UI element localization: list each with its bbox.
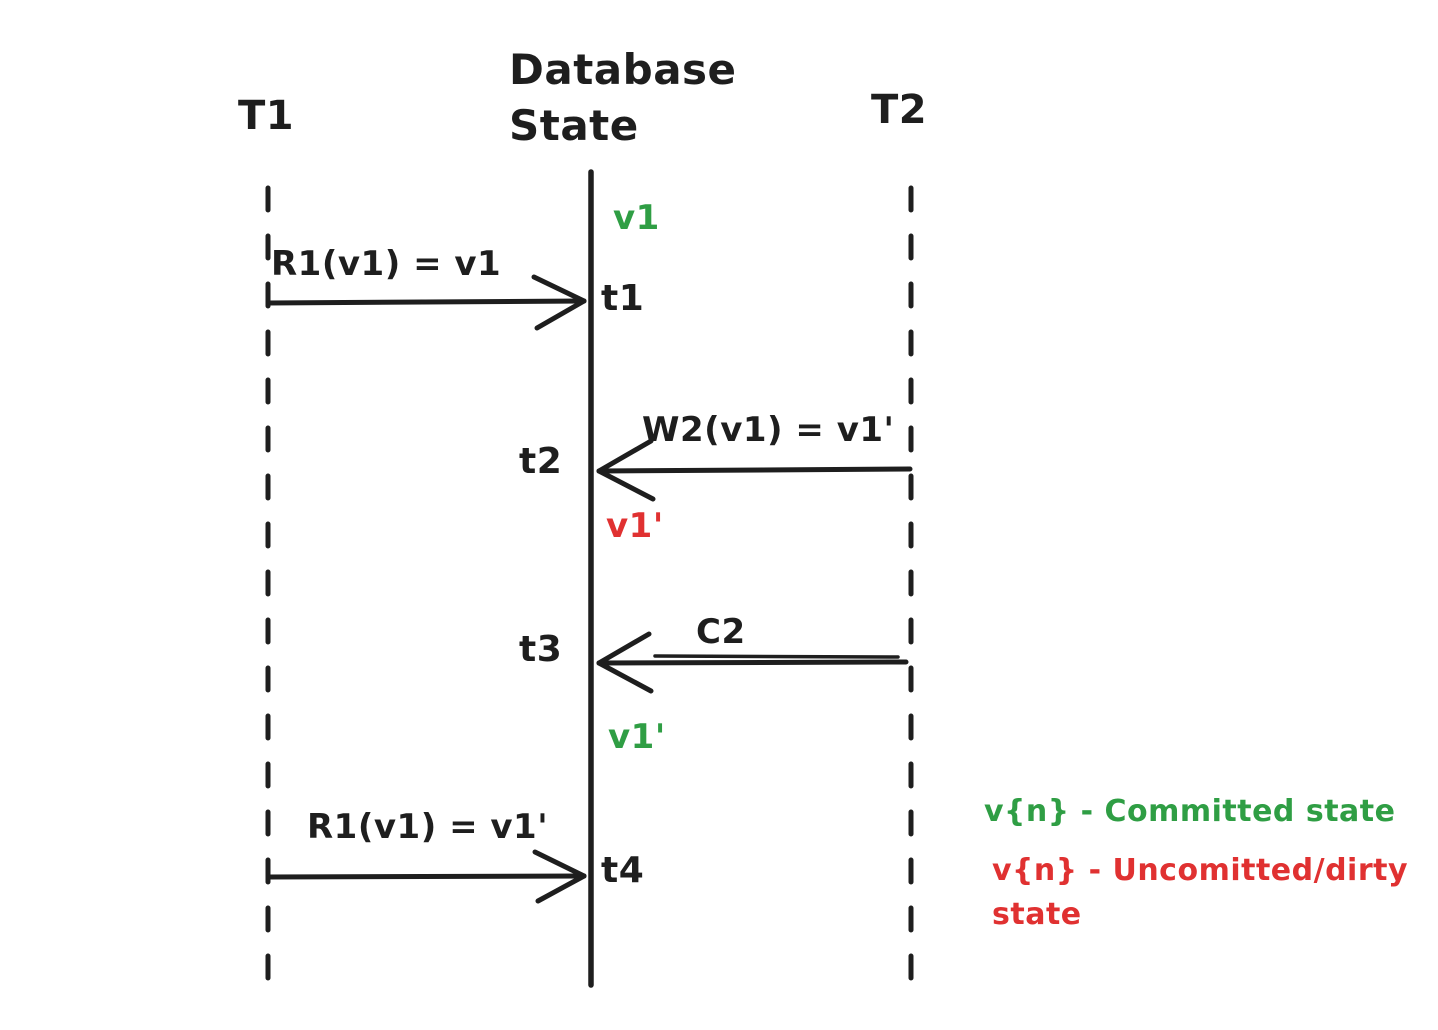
message-r1-read: R1(v1) = v1 <box>271 244 502 284</box>
arrow-write2 <box>596 438 913 502</box>
arrow-read1-again <box>265 849 587 904</box>
message-r1-read-again: R1(v1) = v1' <box>307 807 549 847</box>
time-tick-t2: t2 <box>519 441 563 482</box>
legend-committed: v{n} - Committed state <box>984 794 1396 829</box>
legend-dirty: v{n} - Uncomitted/dirty state <box>992 853 1409 932</box>
time-tick-t4: t4 <box>601 850 645 891</box>
t1-lane-label: T1 <box>238 93 295 139</box>
db-state-v1prime-dirty: v1' <box>606 506 664 546</box>
db-state-v1prime-committed: v1' <box>608 717 666 757</box>
db-title: Database State <box>509 42 737 154</box>
db-title-line2: State <box>509 101 639 150</box>
time-tick-t1: t1 <box>601 278 645 319</box>
message-w2-write: W2(v1) = v1' <box>642 410 895 450</box>
db-state-v1-committed: v1 <box>613 198 660 238</box>
arrow-commit2 <box>596 631 909 694</box>
t2-lane-label: T2 <box>871 87 928 133</box>
db-title-line1: Database <box>509 45 737 94</box>
time-tick-t3: t3 <box>519 629 563 670</box>
arrow-read1 <box>265 274 587 331</box>
message-c2-commit: C2 <box>696 612 746 652</box>
